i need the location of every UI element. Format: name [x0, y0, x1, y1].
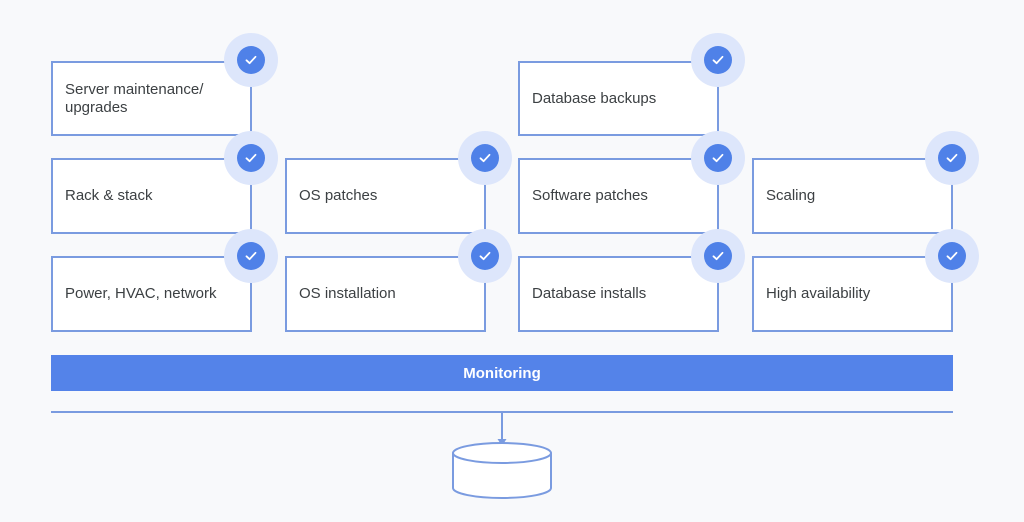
card-label: Software patches	[532, 187, 648, 204]
card-label: OS patches	[299, 187, 378, 204]
card-rack-stack: Rack & stack	[51, 158, 252, 234]
checkmark-icon	[925, 131, 979, 185]
card-server-maintenance: Server maintenance/ upgrades	[51, 61, 252, 136]
card-label: Database backups	[532, 89, 657, 107]
card-scaling: Scaling	[752, 158, 953, 234]
checkmark-icon	[224, 131, 278, 185]
card-os-installation: OS installation	[285, 256, 486, 332]
card-database-installs: Database installs	[518, 256, 719, 332]
checkmark-icon	[224, 229, 278, 283]
monitoring-bar: Monitoring	[51, 355, 953, 391]
checkmark-icon	[925, 229, 979, 283]
card-label: Database installs	[532, 285, 647, 302]
checkmark-icon	[691, 33, 745, 87]
card-label: Scaling	[766, 187, 816, 204]
card-label: Server maintenance/ upgrades	[65, 80, 204, 116]
card-power-hvac-network: Power, HVAC, network	[51, 256, 252, 332]
database-cylinder-icon	[452, 442, 552, 499]
checkmark-icon	[224, 33, 278, 87]
checkmark-icon	[691, 131, 745, 185]
card-label: OS installation	[299, 285, 396, 302]
checkmark-icon	[458, 229, 512, 283]
card-label: High availability	[766, 285, 871, 302]
card-database-backups: Database backups	[518, 61, 719, 136]
card-software-patches: Software patches	[518, 158, 719, 234]
checkmark-icon	[458, 131, 512, 185]
checkmark-icon	[691, 229, 745, 283]
card-label: Power, HVAC, network	[65, 285, 217, 302]
card-os-patches: OS patches	[285, 158, 486, 234]
monitoring-label: Monitoring	[463, 364, 541, 382]
card-high-availability: High availability	[752, 256, 953, 332]
card-label: Rack & stack	[65, 187, 153, 204]
